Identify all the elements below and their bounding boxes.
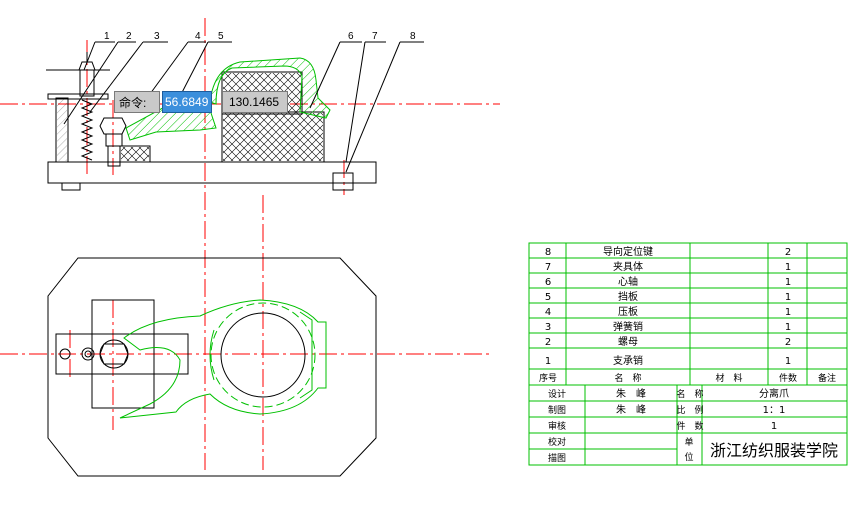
svg-text:浙江纺织服装学院: 浙江纺织服装学院	[710, 441, 838, 460]
svg-text:5: 5	[545, 292, 551, 303]
svg-text:材 料: 材 料	[715, 372, 742, 384]
svg-text:支承销: 支承销	[613, 354, 643, 367]
svg-text:件数: 件数	[779, 372, 797, 384]
front-view	[46, 52, 377, 191]
callout-6: 6	[348, 31, 354, 42]
svg-text:1: 1	[785, 307, 791, 318]
svg-text:1: 1	[785, 292, 791, 303]
svg-text:压板: 压板	[618, 305, 638, 318]
clamp-plate-top	[119, 299, 327, 419]
svg-text:挡板: 挡板	[618, 290, 638, 303]
top-view	[47, 257, 377, 477]
svg-text:审核: 审核	[548, 420, 566, 432]
svg-text:名 称: 名 称	[676, 388, 703, 400]
svg-text:1: 1	[785, 356, 791, 367]
callout-5: 5	[218, 31, 224, 42]
svg-text:朱 峰: 朱 峰	[616, 388, 646, 400]
svg-text:朱 峰: 朱 峰	[616, 404, 646, 416]
svg-text:夹具体: 夹具体	[613, 260, 643, 273]
svg-text:3: 3	[545, 322, 551, 333]
svg-text:8: 8	[545, 247, 551, 258]
svg-text:比 例: 比 例	[676, 404, 703, 416]
svg-text:1: 1	[785, 322, 791, 333]
callout-3: 3	[154, 31, 160, 42]
svg-text:校对: 校对	[548, 436, 566, 448]
svg-text:1: 1	[545, 356, 551, 367]
x-coordinate-input[interactable]: 56.6849	[162, 91, 212, 113]
bom-table	[528, 242, 848, 466]
svg-text:分离爪: 分离爪	[759, 387, 789, 400]
svg-text:1: 1	[785, 277, 791, 288]
callout-4: 4	[195, 31, 201, 42]
svg-text:1：1: 1：1	[763, 405, 786, 416]
y-coordinate-input[interactable]: 130.1465	[222, 91, 288, 113]
svg-text:6: 6	[545, 277, 551, 288]
svg-text:2: 2	[545, 337, 551, 348]
title-block: 设计 朱 峰 制图 朱 峰 审核 校对 描图 名 称 分离爪 比 例 1：1 件…	[548, 387, 838, 464]
svg-text:1: 1	[771, 421, 777, 432]
callout-8: 8	[410, 31, 416, 42]
callout-numbers: 1 2 3 4 5 6 7 8	[104, 31, 416, 42]
svg-text:设计: 设计	[548, 388, 566, 400]
svg-text:位: 位	[684, 451, 693, 463]
svg-text:制图: 制图	[548, 404, 566, 416]
svg-text:件 数: 件 数	[676, 420, 703, 432]
svg-text:序号: 序号	[539, 372, 557, 384]
svg-text:螺母: 螺母	[618, 336, 638, 348]
svg-text:1: 1	[785, 262, 791, 273]
svg-text:2: 2	[785, 247, 791, 258]
svg-text:4: 4	[545, 307, 551, 318]
callout-2: 2	[126, 31, 132, 42]
svg-text:2: 2	[785, 337, 791, 348]
svg-text:备注: 备注	[818, 372, 836, 384]
svg-text:心轴: 心轴	[618, 275, 638, 288]
command-prompt-label: 命令:	[114, 91, 160, 113]
svg-text:单: 单	[684, 436, 693, 448]
svg-text:7: 7	[545, 262, 551, 273]
svg-text:导向定位键: 导向定位键	[603, 245, 653, 258]
callout-1: 1	[104, 31, 110, 42]
svg-text:名 称: 名 称	[614, 372, 641, 384]
svg-text:描图: 描图	[548, 452, 566, 464]
svg-text:弹簧销: 弹簧销	[613, 320, 643, 333]
callout-7: 7	[372, 31, 378, 42]
